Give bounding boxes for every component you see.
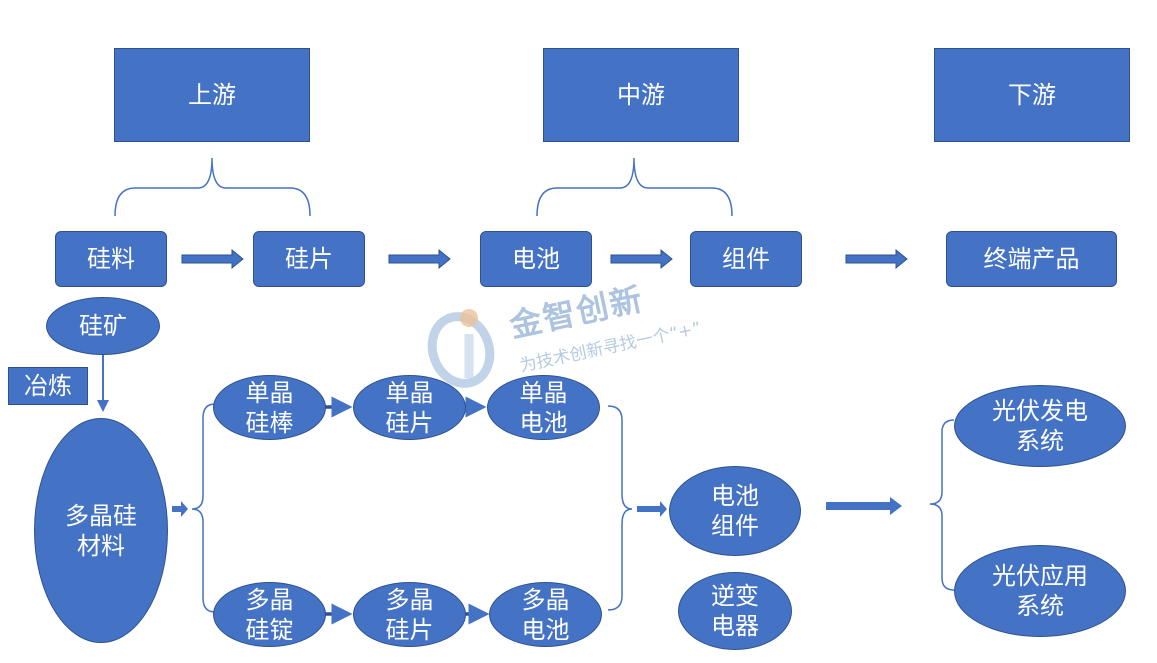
downstream-header: 下游: [934, 48, 1130, 142]
merge-bracket: [607, 405, 633, 611]
chain-silicon-material: 硅料: [55, 231, 167, 287]
row-arrows: [325, 396, 490, 625]
watermark: 金智创新 为技术创新寻找一个“+”: [425, 280, 725, 400]
system-bracket: [929, 419, 955, 591]
upstream-header: 上游: [114, 48, 310, 142]
midstream-header: 中游: [543, 48, 739, 142]
chain-battery: 电池: [480, 231, 592, 287]
upstream-brace: [114, 157, 311, 217]
midstream-brace: [536, 157, 733, 217]
pv-power-system: 光伏发电系统: [954, 385, 1126, 467]
silicon-ore: 硅矿: [46, 297, 160, 355]
poly-cell: 多晶电池: [489, 582, 602, 647]
module-to-system-arrow: [826, 497, 902, 515]
cell-module: 电池组件: [669, 466, 801, 556]
chain-terminal-product: 终端产品: [946, 231, 1117, 287]
poly-branch-arrow: [172, 501, 188, 517]
chain-silicon-wafer: 硅片: [253, 231, 365, 287]
chain-module: 组件: [690, 231, 802, 287]
smelting-label: 冶炼: [8, 367, 88, 405]
chain-arrows: [181, 248, 908, 270]
mono-cell: 单晶电池: [487, 375, 600, 440]
poly-material: 多晶硅材料: [34, 418, 168, 643]
watermark-logo-icon: [427, 309, 495, 388]
inverter: 逆变电器: [678, 572, 792, 650]
merge-arrow: [637, 501, 667, 517]
mono-rod: 单晶硅棒: [213, 375, 326, 440]
poly-ingot: 多晶硅锭: [213, 582, 326, 647]
poly-wafer: 多晶硅片: [353, 582, 466, 647]
mono-wafer: 单晶硅片: [353, 375, 466, 440]
pv-app-system: 光伏应用系统: [954, 545, 1126, 637]
split-bracket: [191, 403, 216, 613]
